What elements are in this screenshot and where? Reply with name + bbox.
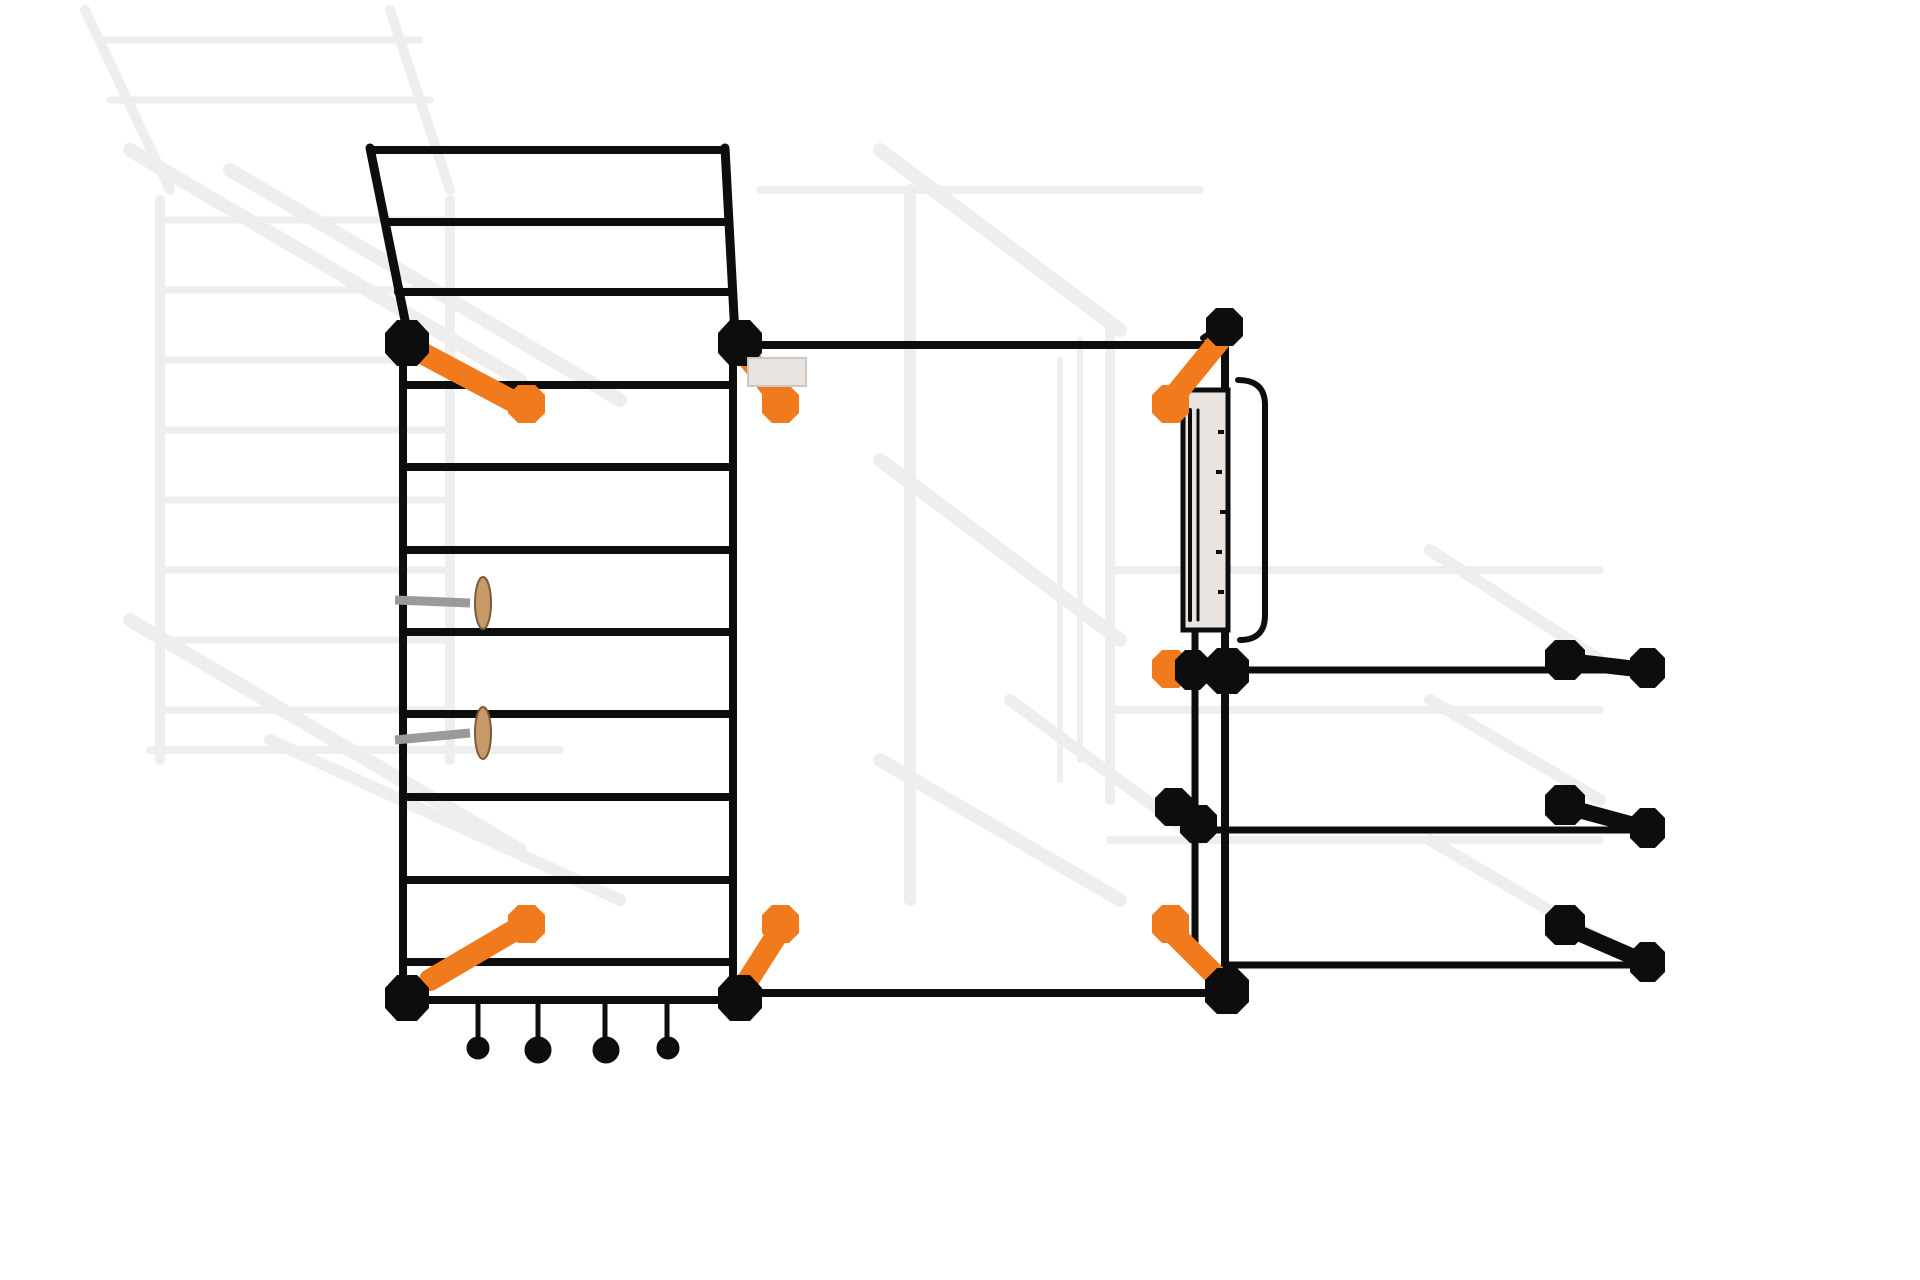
hanging-grips [466,1003,680,1064]
ground-shadow [80,5,1606,946]
side-bar-end-caps [1545,640,1665,982]
wall-ladder [399,336,737,1004]
board-holds [1216,430,1226,594]
orange-base-plates [508,385,1189,943]
mount-plate [747,357,807,387]
central-frame [731,341,1224,997]
top-ladder [365,143,740,340]
grip-pegs [394,576,492,760]
joint-clamps [385,308,1249,1021]
